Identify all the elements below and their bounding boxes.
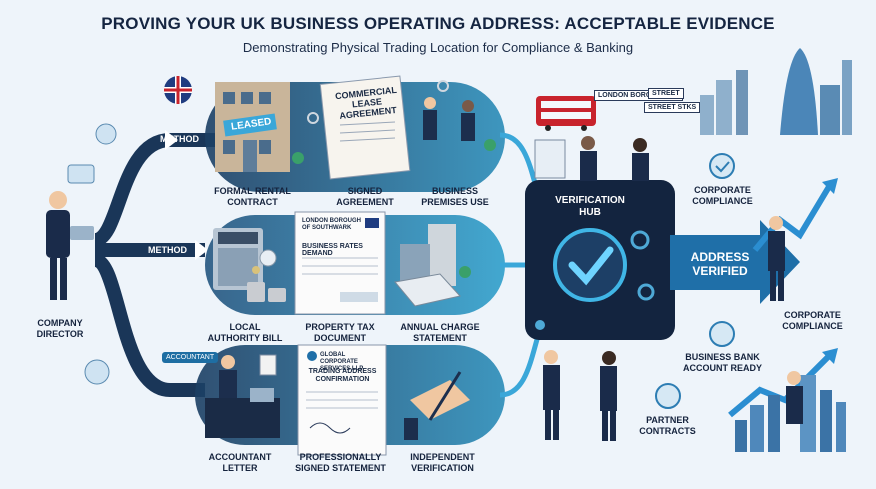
bank-icon: [709, 321, 735, 347]
outcome-bank-account: BUSINESS BANK ACCOUNT READY: [682, 352, 762, 373]
search-icon: [84, 359, 110, 385]
office-building-icon: [394, 224, 461, 307]
check-icon: [568, 246, 614, 286]
row3-item-1: ACCOUNTANT LETTER: [208, 452, 272, 473]
director-label: COMPANY DIRECTOR: [36, 318, 84, 339]
coins-icon: [247, 282, 286, 302]
row2-item-3: ANNUAL CHARGE STATEMENT: [400, 322, 480, 343]
address-verified-label: ADDRESS VERIFIED: [690, 250, 750, 278]
london-bus-icon: [536, 96, 596, 131]
row1-item-3: BUSINESS PREMISES USE: [421, 186, 489, 207]
hub-officer-figures: [534, 136, 649, 181]
signing-hand-icon: [404, 371, 470, 440]
outcome-corporate-compliance-1: CORPORATE COMPLIANCE: [692, 185, 753, 206]
settings-icon: [95, 123, 117, 145]
verification-hub-label: VERIFICATION HUB: [555, 195, 625, 218]
hub-check-circle: [553, 228, 627, 302]
business-buildings: [735, 375, 846, 452]
row2-item-2: PROPERTY TAX DOCUMENT: [305, 322, 375, 343]
handshake-icon: [655, 383, 681, 409]
leased-building-icon: [215, 82, 290, 172]
company-director-figure: [46, 191, 94, 300]
accountant-tag: ACCOUNTANT: [162, 352, 219, 363]
chat-icon: [67, 164, 95, 184]
tree-icon: [292, 139, 496, 164]
flow-arrow-bottom: [92, 253, 205, 397]
calculator-icon: [213, 228, 277, 290]
page-title: PROVING YOUR UK BUSINESS OPERATING ADDRE…: [101, 14, 775, 33]
row3-item-3: INDEPENDENT VERIFICATION: [410, 452, 475, 473]
row3-item-2: PROFESSIONALLY SIGNED STATEMENT: [295, 452, 386, 473]
arrow-head-1: [165, 130, 178, 150]
rates-doc-title: BUSINESS RATES DEMAND: [302, 243, 363, 257]
arrow-head-2: [195, 240, 208, 260]
address-verified-arrow: [670, 220, 800, 304]
corporate-figure: [768, 216, 785, 301]
street-sign-street: STREET: [648, 88, 684, 99]
lock-icon: [535, 320, 545, 330]
rates-doc-header: LONDON BOROUGH OF SOUTHWARK: [302, 218, 361, 231]
uk-flag-icon: [164, 76, 192, 104]
method-tag-1: METHOD: [160, 134, 199, 144]
letter-doc-header: GLOBAL CORPORATE SERVICES LLP: [320, 352, 364, 372]
page-subtitle: Demonstrating Physical Trading Location …: [242, 40, 634, 55]
flow-arrow-top: [93, 133, 215, 247]
key-icon: [307, 80, 449, 124]
lease-document-icon: [319, 75, 411, 180]
business-handshake-figures: [423, 97, 475, 141]
gear-icon: [630, 230, 650, 250]
accountant-desk-figure: [205, 354, 280, 438]
corporate-figure: [786, 371, 803, 424]
tree-icon: [459, 266, 471, 278]
letter-doc-title: TRADING ADDRESS CONFIRMATION: [308, 368, 377, 383]
gear-icon: [637, 283, 655, 301]
growth-arrow-top: [752, 183, 833, 252]
outcome-corporate-compliance-2: CORPORATE COMPLIANCE: [782, 310, 843, 331]
row1-item-2: SIGNED AGREEMENT: [336, 186, 394, 207]
trading-address-letter-icon: [297, 344, 387, 456]
method-tag-2: METHOD: [148, 245, 187, 255]
row1-item-1: FORMAL RENTAL CONTRACT: [214, 186, 291, 207]
shield-check-icon: [709, 153, 735, 179]
business-rates-document-icon: [294, 211, 386, 315]
street-sign-stks: STREET STKS: [644, 102, 701, 113]
outcome-partner-contracts: PARTNER CONTRACTS: [639, 415, 696, 436]
verifier-figures: [543, 350, 617, 441]
row2-item-1: LOCAL AUTHORITY BILL: [207, 322, 283, 343]
city-skyline: [700, 48, 852, 135]
